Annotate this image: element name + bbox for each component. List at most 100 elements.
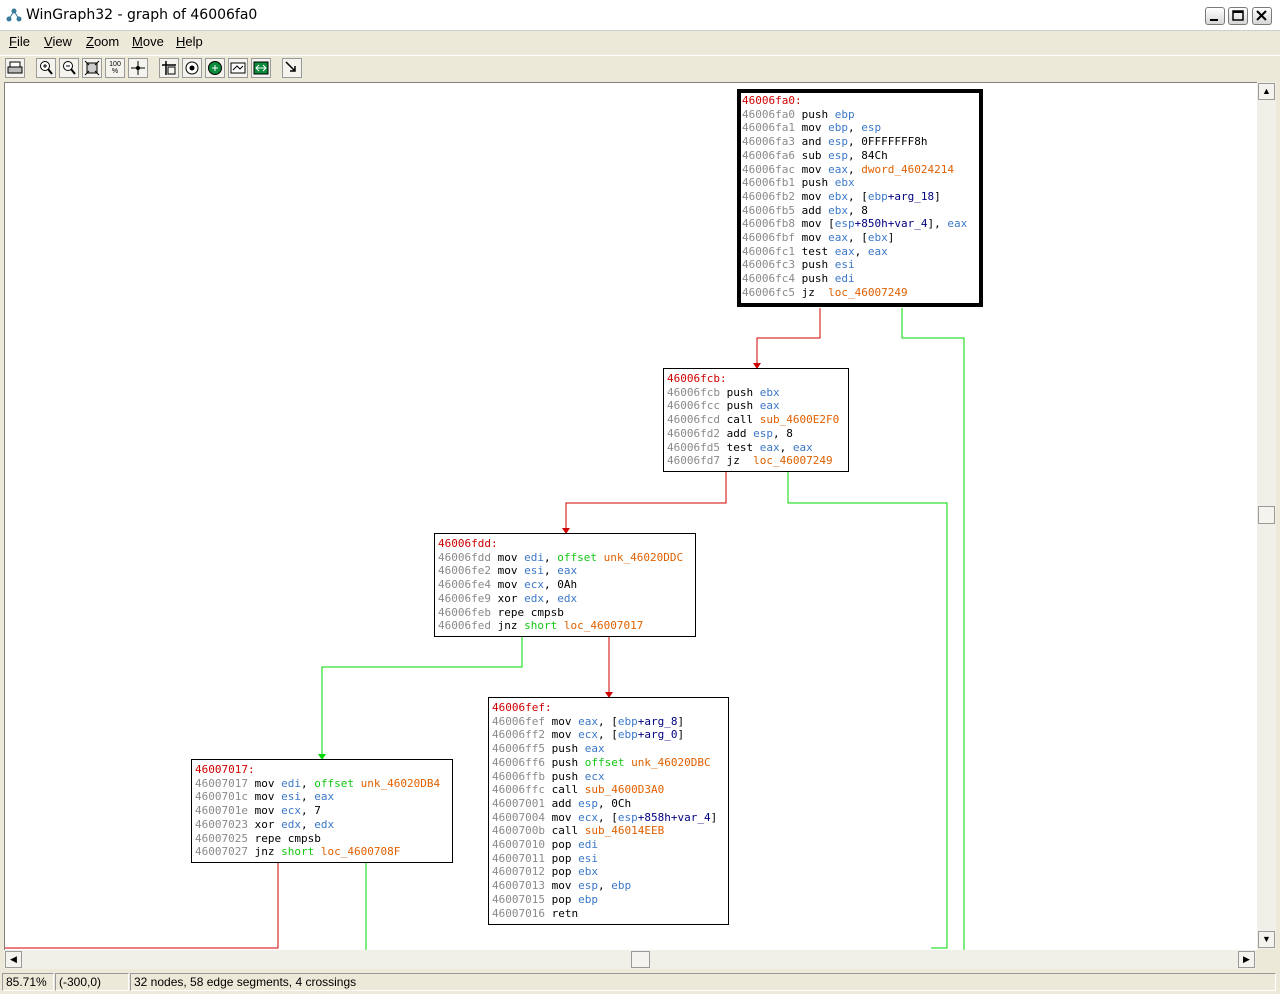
instruction-token: ecx: [524, 578, 544, 592]
instruction-token: ebp: [611, 879, 632, 893]
instruction-token: ,: [543, 550, 558, 564]
instruction-address: 46006ff2: [492, 728, 545, 742]
instruction-token: , 8: [772, 426, 793, 440]
instruction-token: ebp: [578, 892, 598, 906]
instruction-token: jnz: [247, 845, 282, 859]
vertical-scroll-thumb[interactable]: [1258, 506, 1275, 524]
scroll-down-button[interactable]: ▼: [1258, 931, 1275, 948]
instruction-token: ]: [887, 231, 895, 245]
instruction-token: , 84Ch: [847, 148, 888, 162]
app-icon: [6, 8, 22, 22]
instruction-token: ecx: [281, 804, 301, 818]
origin-icon[interactable]: [159, 58, 179, 78]
instruction-line: 46006fbf mov eax, [ebx]: [742, 231, 978, 245]
instruction-token: call: [544, 783, 585, 797]
graph-edges: [5, 308, 965, 950]
instruction-token: ]: [677, 728, 685, 742]
instruction-token: push: [794, 258, 835, 272]
instruction-token: esp: [834, 217, 855, 231]
horizontal-scrollbar[interactable]: ◀ ▶: [4, 950, 1256, 969]
scroll-up-button[interactable]: ▲: [1258, 83, 1275, 100]
instruction-token: mov [: [794, 217, 835, 231]
graph-node-46007017[interactable]: 46007017:46007017 mov edi, offset unk_46…: [191, 759, 453, 863]
menu-file[interactable]: File: [9, 34, 30, 49]
instruction-token: eax: [759, 440, 780, 454]
instruction-token: mov: [544, 810, 579, 824]
menu-move[interactable]: Move: [132, 34, 164, 49]
instruction-token: short: [524, 619, 558, 633]
instruction-token: eax: [828, 162, 848, 176]
menu-help[interactable]: Help: [176, 34, 203, 49]
edge-fa0-249: [901, 308, 965, 950]
instruction-token: sub_4600E2F0: [759, 413, 840, 427]
instruction-address: 46006fe4: [438, 578, 491, 592]
instruction-token: ebp: [828, 121, 848, 135]
edge-017-false: [5, 862, 279, 949]
instruction-token: jz: [794, 285, 829, 299]
vertical-scrollbar[interactable]: ▲ ▼: [1257, 82, 1276, 949]
instruction-token: add: [794, 203, 829, 217]
instruction-token: call: [719, 413, 760, 427]
instruction-token: repe cmpsb: [490, 605, 564, 619]
close-button[interactable]: [1252, 7, 1272, 25]
arrow-head-017: [318, 754, 326, 760]
instruction-line: 46006fe2 mov esi, eax: [438, 564, 692, 578]
graph-node-46006fdd[interactable]: 46006fdd:46006fdd mov edi, offset unk_46…: [434, 533, 696, 637]
zoom-in-icon[interactable]: [36, 58, 56, 78]
instruction-token: eax: [792, 440, 813, 454]
instruction-token: unk_46020DDC: [603, 550, 684, 564]
instruction-token: ebp: [834, 107, 855, 121]
instruction-token: mov: [247, 804, 282, 818]
graph-node-46006fef[interactable]: 46006fef:46006fef mov eax, [ebp+arg_8]46…: [488, 697, 729, 925]
instruction-token: jz: [719, 454, 754, 468]
status-info: 32 nodes, 58 edge segments, 4 crossings: [130, 973, 1276, 991]
fit-window-icon[interactable]: [82, 58, 102, 78]
horizontal-scroll-thumb[interactable]: [631, 951, 650, 968]
minimize-button[interactable]: [1205, 7, 1225, 25]
green-arrows-icon[interactable]: [251, 58, 271, 78]
instruction-token: esp: [578, 879, 598, 893]
instruction-address: 46006fa6: [742, 148, 795, 162]
instruction-address: 4600701c: [195, 790, 248, 804]
overview-icon[interactable]: [228, 58, 248, 78]
instruction-line: 46006fb5 add ebx, 8: [742, 204, 978, 218]
instruction-token: ,: [847, 121, 862, 135]
center-icon[interactable]: [128, 58, 148, 78]
zoom-out-icon[interactable]: [59, 58, 79, 78]
instruction-address: 46007025: [195, 831, 248, 845]
instruction-token: pop: [544, 865, 579, 879]
instruction-address: 46007012: [492, 865, 545, 879]
instruction-address: 46006fe2: [438, 564, 491, 578]
scroll-right-button[interactable]: ▶: [1238, 951, 1255, 968]
instruction-token: ,: [543, 591, 558, 605]
instruction-line: 46007016 retn: [492, 907, 725, 921]
instruction-token: ebx: [759, 385, 780, 399]
instruction-token: mov: [544, 879, 579, 893]
instruction-token: esp: [861, 121, 882, 135]
maximize-button[interactable]: [1228, 7, 1248, 25]
instruction-line: 46007015 pop ebp: [492, 893, 725, 907]
instruction-token: , 7: [300, 804, 321, 818]
instruction-token: , 0Ah: [543, 578, 578, 592]
zoom-100-icon[interactable]: 100 %: [105, 58, 125, 78]
print-icon[interactable]: [5, 58, 25, 78]
instruction-address: 46007004: [492, 810, 545, 824]
instruction-token: ,: [597, 879, 612, 893]
instruction-line: 46006fd5 test eax, eax: [667, 441, 845, 455]
menu-view[interactable]: View: [44, 34, 72, 49]
instruction-token: , 8: [847, 203, 868, 217]
instruction-address: 46007027: [195, 845, 248, 859]
green-circle-icon[interactable]: [205, 58, 225, 78]
cursor-icon[interactable]: [282, 58, 302, 78]
instruction-token: ebx: [867, 231, 888, 245]
instruction-address: 46006fb2: [742, 189, 795, 203]
arrow-head-fdd: [562, 528, 570, 534]
rotate-icon[interactable]: [182, 58, 202, 78]
menu-zoom[interactable]: Zoom: [86, 34, 120, 49]
instruction-token: ]: [934, 189, 941, 203]
node-label: 46006fdd:: [438, 537, 498, 550]
scroll-left-button[interactable]: ◀: [5, 951, 22, 968]
